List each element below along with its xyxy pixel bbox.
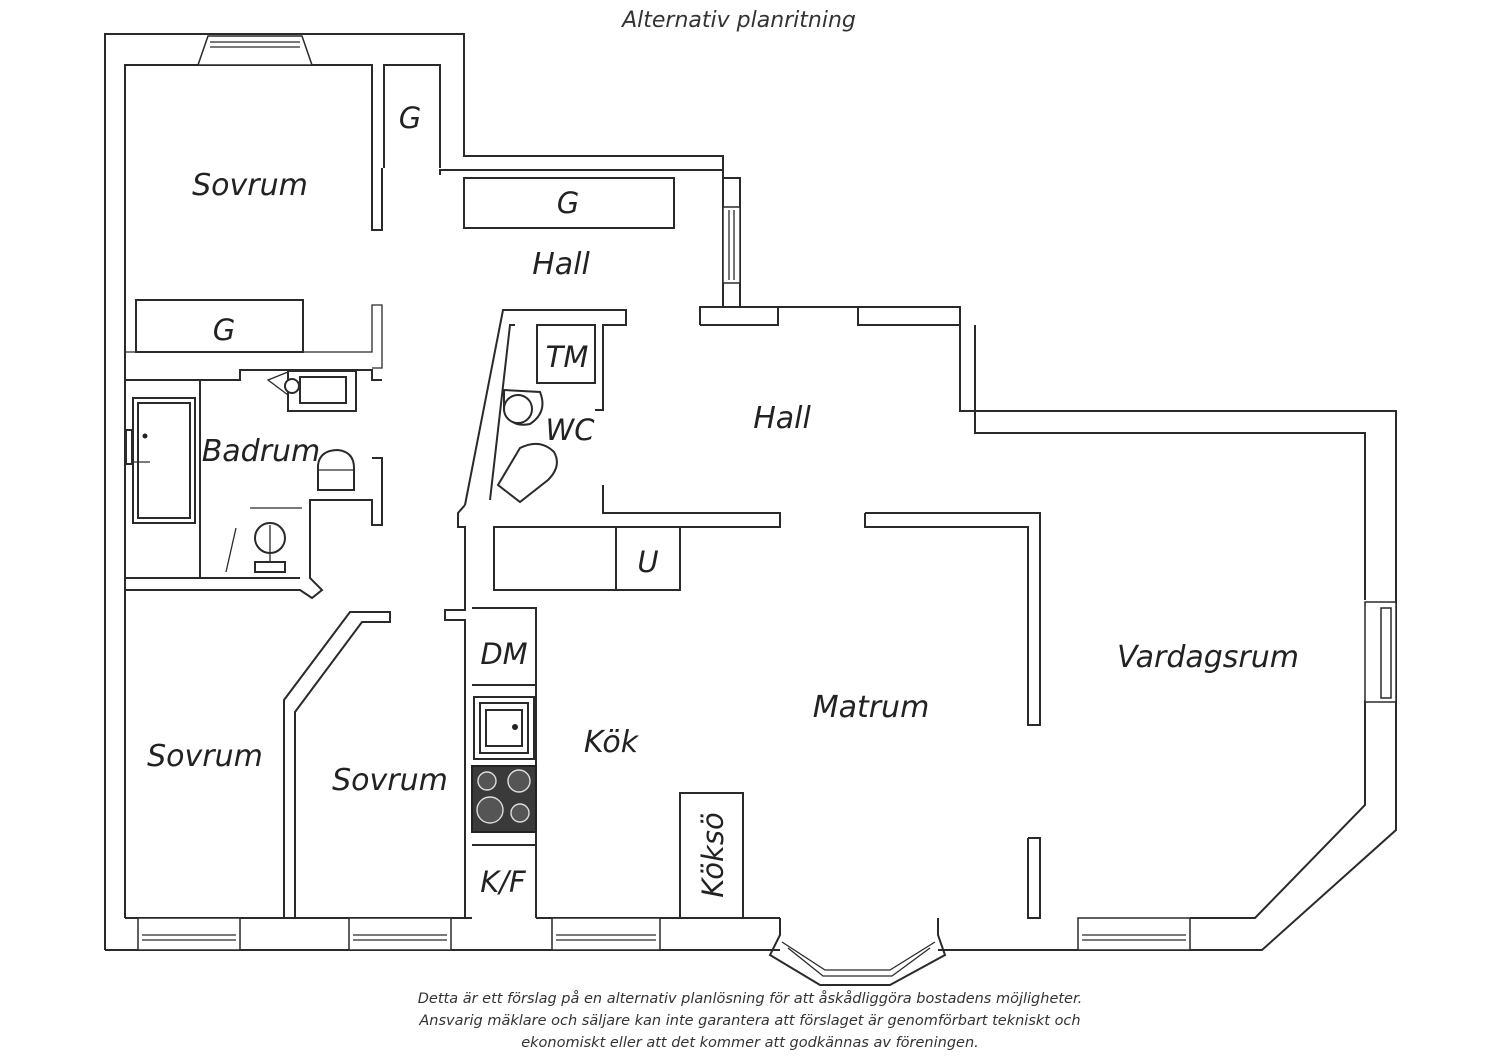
label-sovrum-top: Sovrum <box>192 168 308 203</box>
label-hall-upper: Hall <box>532 247 590 282</box>
label-badrum: Badrum <box>202 434 321 469</box>
inner-walls <box>125 304 1366 919</box>
label-tm: TM <box>546 340 589 374</box>
room-labels: Sovrum G G G Hall Hall TM WC Badrum U DM… <box>147 101 1299 899</box>
kitchen-fixtures <box>471 696 744 919</box>
label-g-closet-1: G <box>399 101 421 135</box>
disclaimer: Detta är ett förslag på en alternativ pl… <box>0 988 1500 1054</box>
label-hall-main: Hall <box>753 401 811 436</box>
label-g-closet-3: G <box>213 313 235 347</box>
label-wc: WC <box>546 413 596 447</box>
label-vardagsrum: Vardagsrum <box>1117 640 1299 675</box>
disclaimer-line-2: Ansvarig mäklare och säljare kan inte ga… <box>419 1013 1081 1029</box>
plan-title: Alternativ planritning <box>622 8 856 33</box>
label-matrum: Matrum <box>813 690 930 725</box>
disclaimer-line-3: ekonomiskt eller att det kommer att godk… <box>521 1035 979 1051</box>
closets <box>135 177 675 353</box>
wc-fixtures <box>496 324 596 504</box>
label-u: U <box>637 545 658 579</box>
label-kok: Kök <box>584 725 640 760</box>
label-kf: K/F <box>480 865 527 899</box>
bathroom-fixtures <box>125 370 357 573</box>
label-sovrum-mid: Sovrum <box>332 763 448 798</box>
label-kokso: Köksö <box>696 812 730 897</box>
windows <box>137 35 1397 986</box>
label-sovrum-left: Sovrum <box>147 739 263 774</box>
disclaimer-line-1: Detta är ett förslag på en alternativ pl… <box>417 991 1083 1007</box>
label-g-closet-2: G <box>557 186 579 220</box>
label-dm: DM <box>480 637 527 671</box>
